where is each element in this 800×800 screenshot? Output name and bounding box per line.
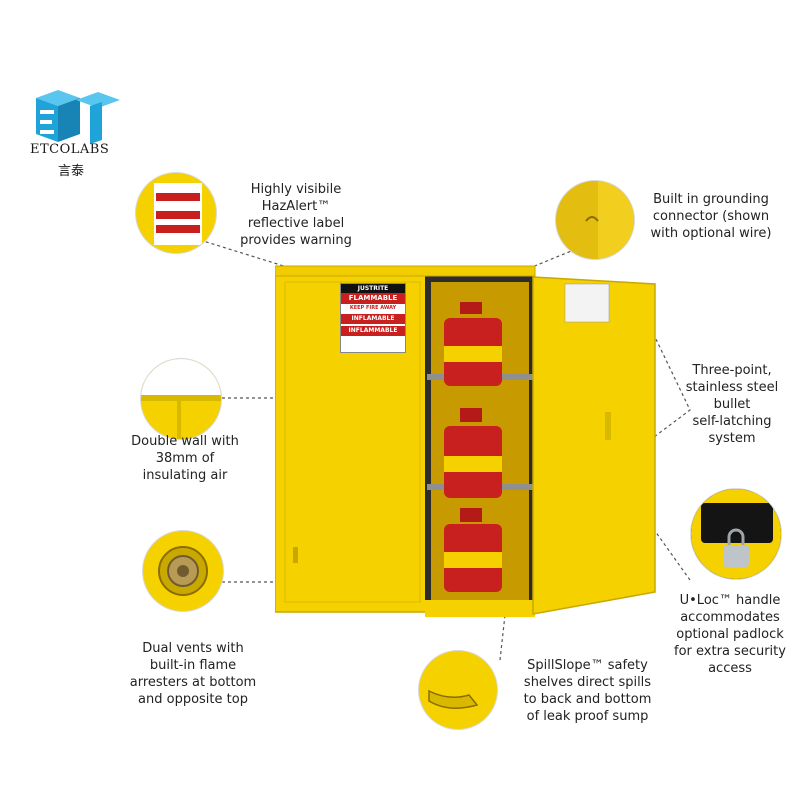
safety-can-icon [444, 302, 502, 386]
cabinet-warning-label: JUSTRITE FLAMMABLE KEEP FIRE AWAY INFLAM… [340, 283, 406, 353]
hazalert-label-inset [135, 172, 217, 254]
warning-line: INFLAMMABLE [341, 326, 405, 336]
warning-label-icon [154, 183, 202, 245]
brand-name: ETCOLABS [30, 142, 110, 157]
etcolabs-logo-icon [36, 90, 120, 144]
warning-line: KEEP FIRE AWAY [349, 305, 397, 311]
safety-can-icon [444, 508, 502, 592]
cabinet-edge-icon [141, 359, 221, 439]
grounding-connector-inset [555, 180, 635, 260]
warning-line: INFLAMABLE [341, 314, 405, 324]
spill-shelf-icon [428, 689, 479, 709]
warning-line: FLAMMABLE [341, 293, 405, 304]
grounding-connector-icon [585, 181, 634, 259]
uloc-handle-inset [690, 488, 782, 580]
safety-cans [444, 302, 502, 592]
vent-inset [142, 530, 224, 612]
double-wall-inset [140, 358, 222, 440]
flame-arrester-vent-icon [158, 546, 208, 596]
brand-label: JUSTRITE [341, 284, 405, 293]
padlock-icon [691, 489, 781, 579]
brand-subtitle: 言泰 [58, 164, 85, 179]
spillslope-shelf-inset [418, 650, 498, 730]
safety-can-icon [444, 408, 502, 498]
